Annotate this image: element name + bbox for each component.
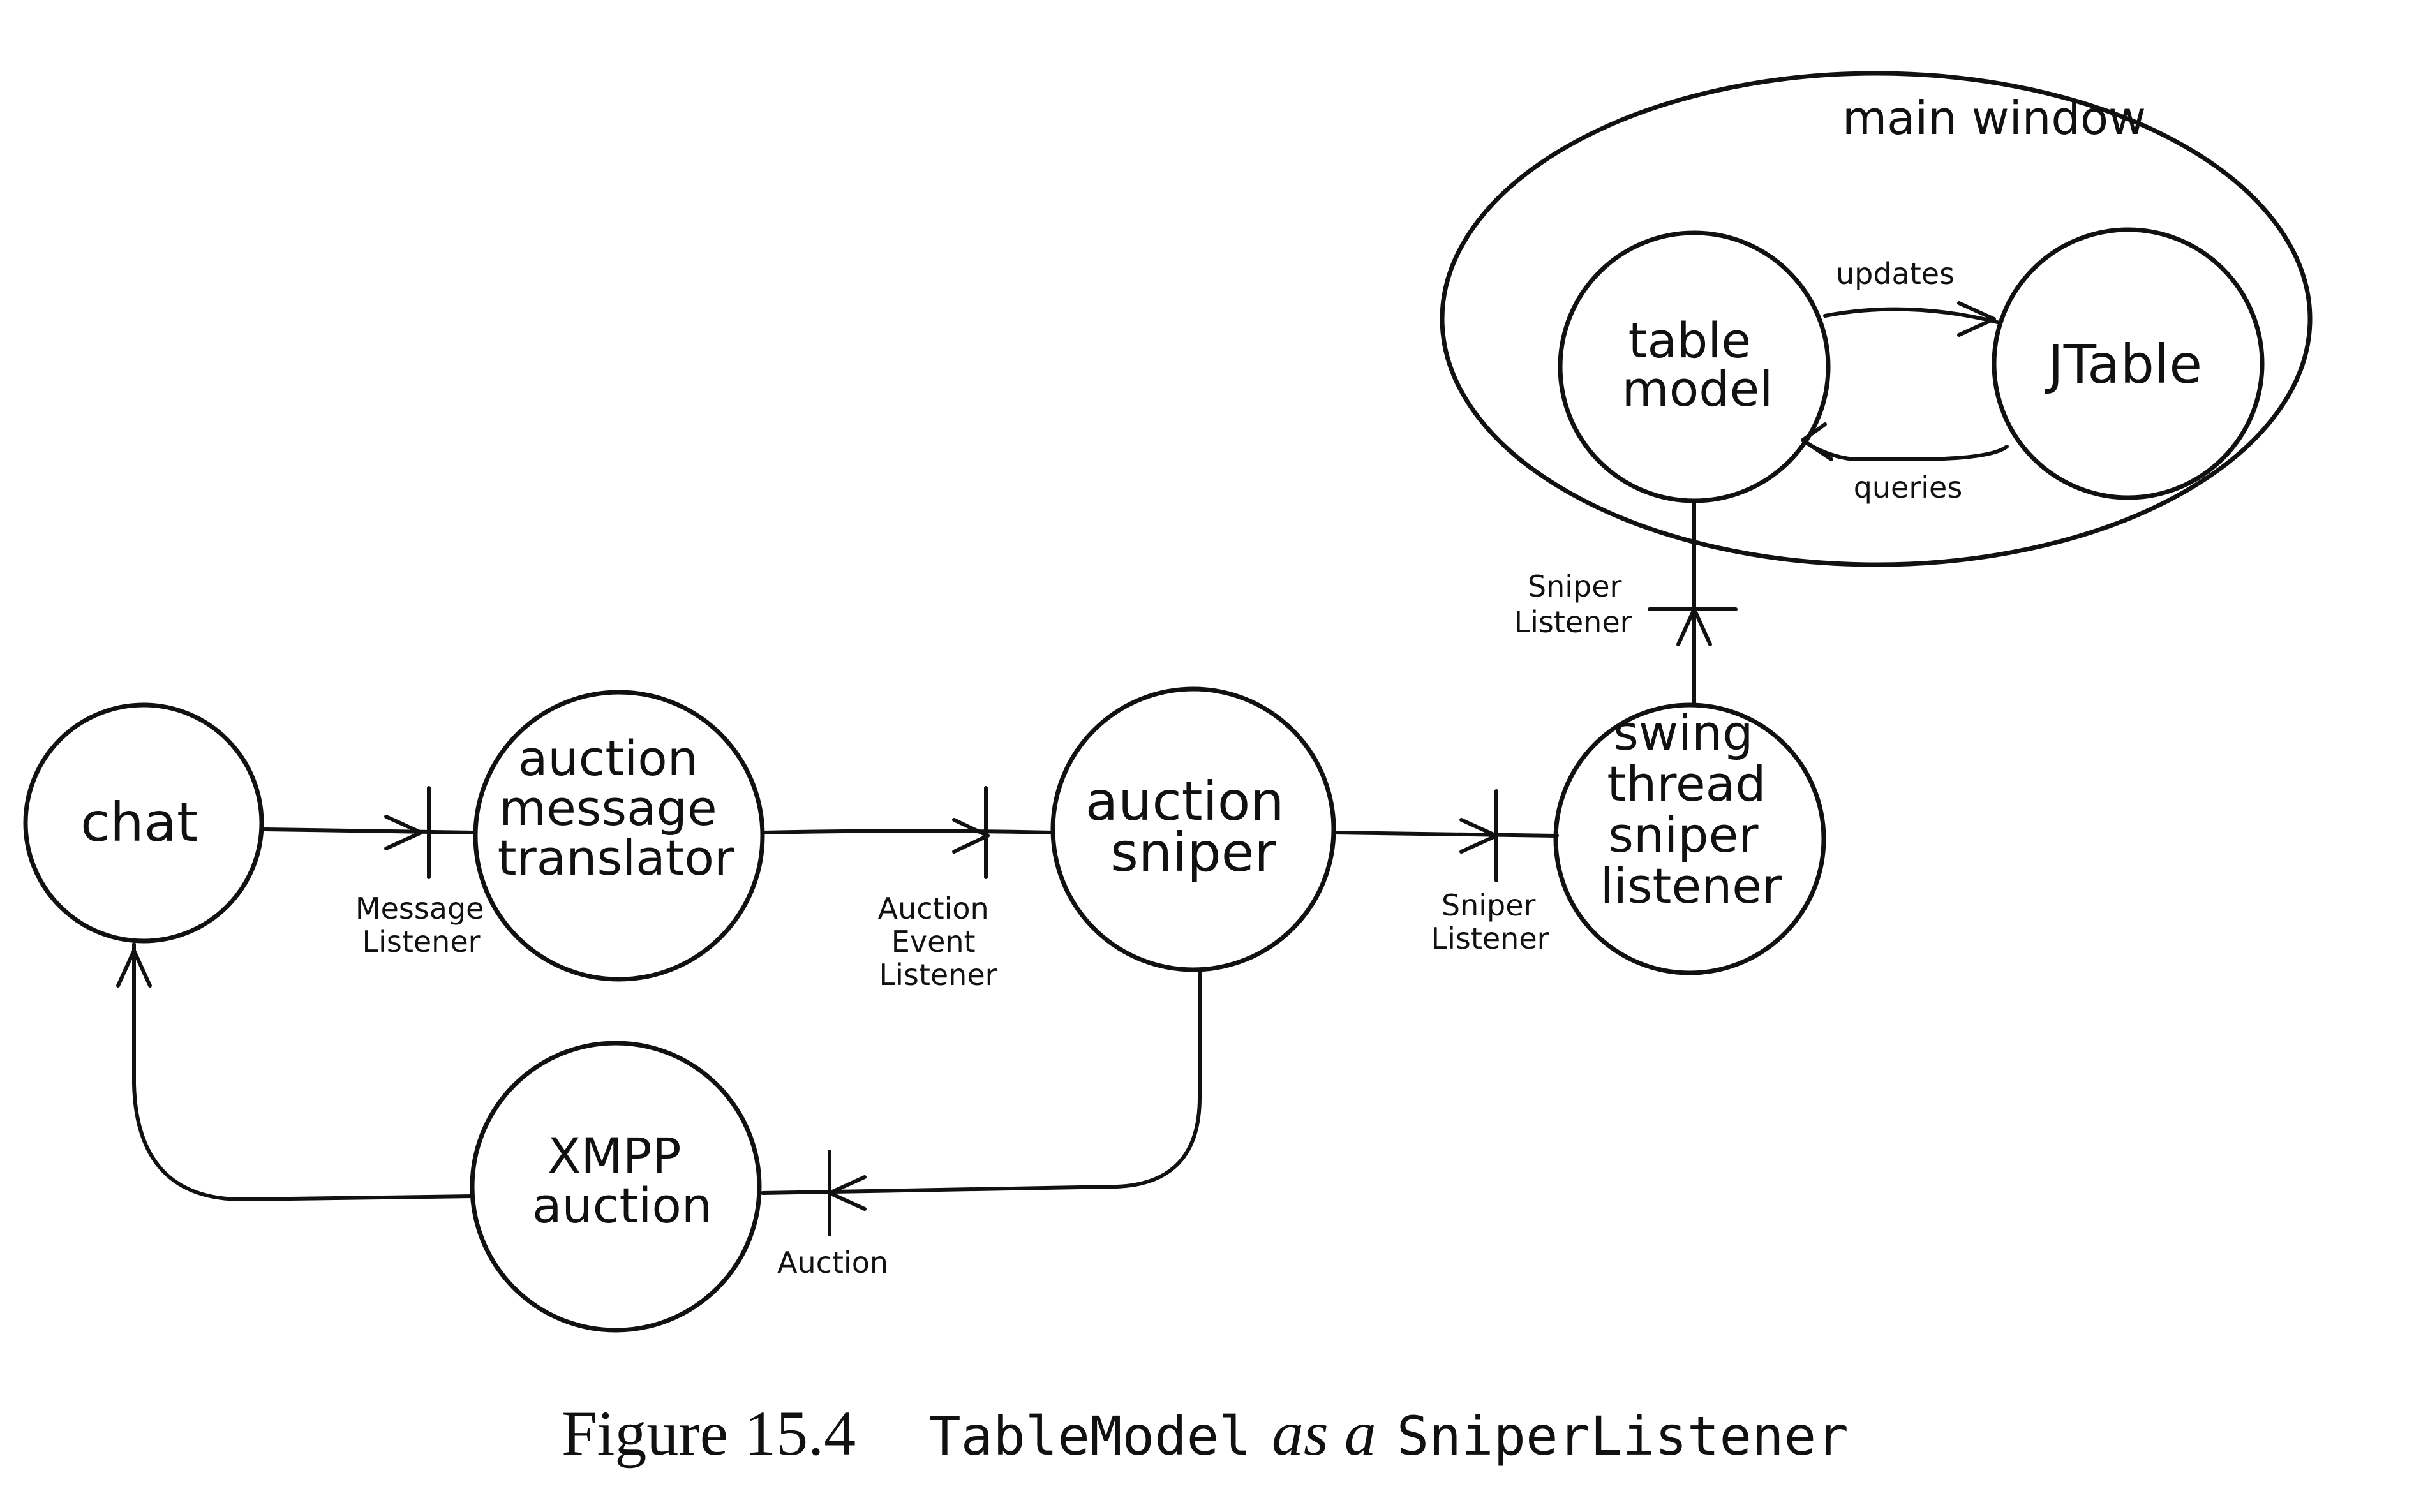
edge-jtable-to-tablemodel: queries — [1801, 422, 2009, 505]
node-jtable: JTable — [1992, 227, 2265, 500]
edge-sniper-to-swing: Sniper Listener — [1332, 789, 1559, 956]
edge-xmpp-to-chat-line — [132, 942, 474, 1201]
node-table-model: table model — [1558, 230, 1831, 503]
edge-xmpp-to-chat-arrowhead — [116, 949, 152, 988]
main-window-container: main window — [1440, 71, 2313, 567]
sniper-label: auction sniper — [1085, 770, 1302, 884]
edge-swing-to-tablemodel: Sniper Listener — [1514, 499, 1738, 707]
main-window-ellipse — [1440, 71, 2313, 567]
node-xmpp-auction: XMPP auction — [470, 1041, 762, 1333]
xmpp-circle — [470, 1041, 762, 1333]
port-message-listener-label: Message Listener — [355, 891, 493, 959]
node-auction-sniper: auction sniper — [1050, 686, 1336, 972]
edge-chat-to-translator: Message Listener — [263, 786, 493, 959]
amt-circle — [473, 690, 765, 982]
edge-translator-to-sniper-line — [761, 829, 1055, 834]
edge-sniper-to-swing-line — [1332, 831, 1559, 838]
edge-queries-arrowhead — [1801, 422, 1833, 461]
node-auction-message-translator: auction message translator — [473, 690, 765, 982]
port-auction-event-listener-label: Auction Event Listener — [878, 891, 999, 992]
figure-caption: Figure 15.4 TableModel as a SniperListen… — [562, 1398, 1849, 1469]
edge-updates-arrowhead — [1957, 301, 1996, 337]
edge-sniper-to-xmpp: Auction — [761, 968, 1202, 1280]
swing-circle — [1553, 702, 1826, 975]
port-sniper-listener-1-label: Sniper Listener — [1431, 888, 1549, 956]
edge-chat-to-translator-arrowhead — [384, 815, 423, 850]
caption-as-a: as a — [1272, 1398, 1376, 1469]
edge-tablemodel-to-jtable: updates — [1823, 256, 1999, 337]
main-window-title: main window — [1842, 91, 2146, 145]
caption-line: Figure 15.4 TableModel as a SniperListen… — [562, 1398, 1849, 1469]
edge-queries-line — [1801, 438, 2009, 461]
chat-label: chat — [80, 791, 198, 854]
swing-label: swing thread sniper listener — [1600, 704, 1782, 914]
edge-sniper-to-xmpp-line — [761, 968, 1202, 1195]
edge-chat-to-translator-line — [263, 827, 477, 834]
caption-sniperlistener: SniperListener — [1397, 1405, 1849, 1467]
jtable-label: JTable — [2045, 333, 2202, 396]
edge-translator-to-sniper: Auction Event Listener — [761, 786, 1055, 992]
caption-tablemodel: TableModel — [928, 1405, 1251, 1467]
node-swing-thread-sniper-listener: swing thread sniper listener — [1553, 702, 1826, 975]
edge-queries-label: queries — [1854, 470, 1963, 505]
port-sniper-listener-2-label: Sniper Listener — [1514, 569, 1632, 639]
xmpp-label: XMPP auction — [532, 1127, 712, 1234]
jtable-circle — [1992, 227, 2265, 500]
tablemodel-label: table model — [1622, 312, 1773, 417]
edge-xmpp-to-chat — [116, 942, 474, 1201]
edge-translator-to-sniper-arrowhead — [952, 818, 990, 854]
chat-circle — [23, 702, 264, 944]
node-chat: chat — [23, 702, 264, 944]
edge-updates-line — [1823, 307, 1999, 324]
sniper-circle — [1050, 686, 1336, 972]
port-auction-label: Auction — [777, 1245, 888, 1280]
edge-updates-label: updates — [1836, 256, 1955, 291]
caption-figure-number: Figure 15.4 — [562, 1398, 856, 1469]
amt-label: auction message translator — [498, 730, 734, 886]
